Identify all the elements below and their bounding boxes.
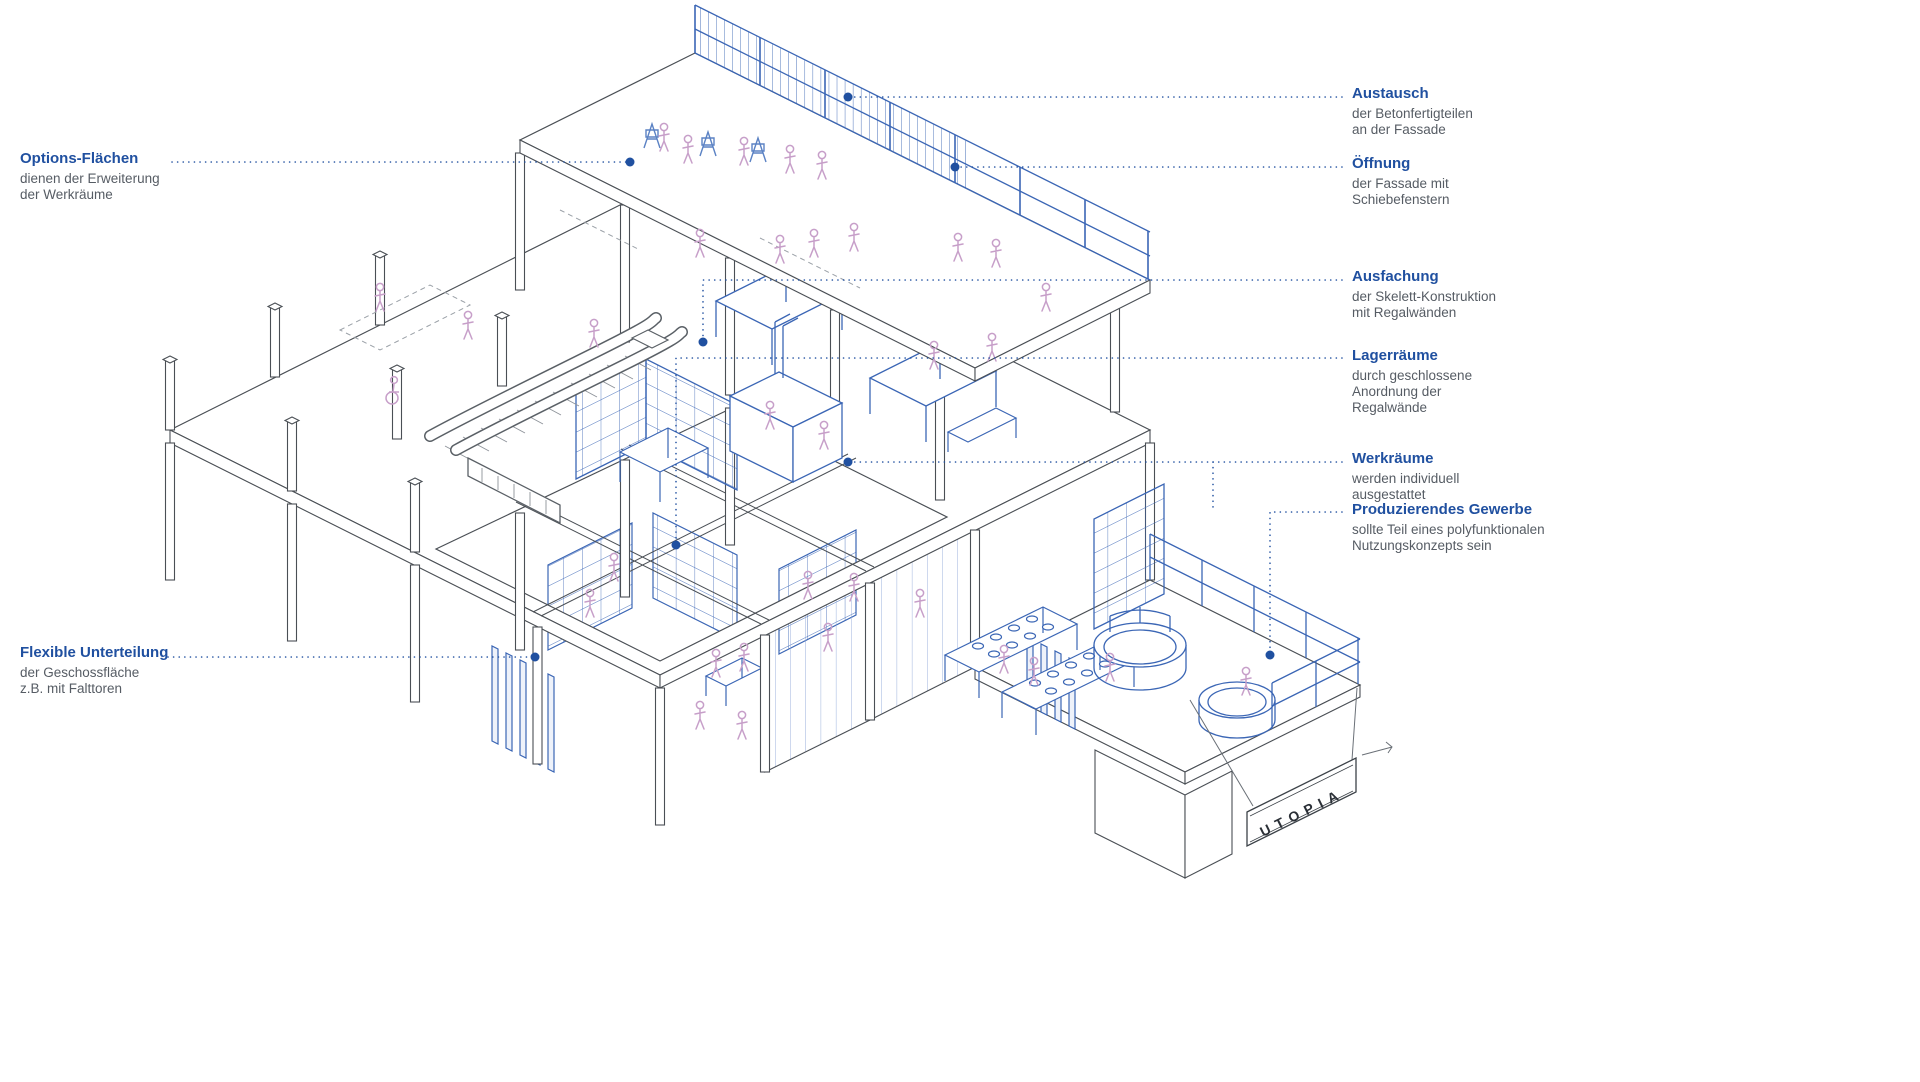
annotation-title: Lagerräume bbox=[1352, 347, 1438, 364]
annotation-title: Öffnung bbox=[1352, 155, 1411, 172]
annotation-title: Werkräume bbox=[1352, 450, 1434, 467]
annotation-line: der Geschossfläche bbox=[20, 665, 140, 680]
annotation-line: Nutzungskonzepts sein bbox=[1352, 538, 1492, 554]
annotation-title: Austausch bbox=[1352, 85, 1429, 102]
workshop-machine bbox=[728, 313, 844, 484]
annotation-line: mit Regalwänden bbox=[1352, 305, 1457, 321]
folding-doors bbox=[491, 645, 555, 773]
core-wall bbox=[1184, 770, 1233, 879]
annotation-options-flaechen: Options-Flächen dienen der Erweiterung d… bbox=[20, 150, 230, 203]
annotation-produzierendes-gewerbe: Produzierendes Gewerbe sollte Teil eines… bbox=[1352, 501, 1592, 554]
annotation-line: an der Fassade bbox=[1352, 122, 1446, 138]
annotation-line: ausgestattet bbox=[1352, 487, 1426, 503]
annotation-austausch: Austausch der Betonfertigteilen an der F… bbox=[1352, 85, 1592, 138]
annotation-leaders bbox=[167, 96, 1343, 658]
annotation-flexible-unterteilung: Flexible Unterteilung der Geschossfläche… bbox=[20, 644, 230, 697]
annotation-ausfachung: Ausfachung der Skelett-Konstruktion mit … bbox=[1352, 268, 1592, 321]
leader-lagerraeume bbox=[675, 357, 1343, 546]
annotation-line: der Werkräume bbox=[20, 187, 113, 203]
annotation-title: Flexible Unterteilung bbox=[20, 644, 169, 661]
annotation-title: Options-Flächen bbox=[20, 150, 139, 167]
annotation-oeffnung: Öffnung der Fassade mit Schiebefenstern bbox=[1352, 155, 1592, 208]
banner-cables bbox=[1189, 687, 1393, 807]
annotation-line: Schiebefenstern bbox=[1352, 192, 1450, 208]
annotation-line: der Fassade mit bbox=[1352, 176, 1449, 191]
facade-railing bbox=[694, 4, 1151, 281]
storage-shelf-wall bbox=[1093, 482, 1165, 631]
production-terrace: UTOPIA bbox=[943, 482, 1393, 879]
annotation-line: der Betonfertigteilen bbox=[1352, 106, 1473, 121]
keg-table bbox=[1000, 643, 1136, 735]
annotation-title: Ausfachung bbox=[1352, 268, 1439, 285]
annotation-line: Regalwände bbox=[1352, 400, 1428, 416]
brewing-vat bbox=[1198, 681, 1276, 739]
brewing-vat bbox=[1093, 607, 1187, 691]
annotation-line: Anordnung der bbox=[1352, 384, 1442, 400]
annotation-line: durch geschlossene bbox=[1352, 368, 1473, 383]
slab-edge bbox=[1184, 684, 1361, 785]
leader-ausfachung bbox=[702, 279, 1343, 343]
dashed-extension-outline bbox=[338, 284, 472, 351]
annotation-werkraeume: Werkräume werden individuell ausgestatte… bbox=[1352, 450, 1592, 503]
annotation-line: z.B. mit Falttoren bbox=[20, 681, 123, 697]
annotation-line: der Skelett-Konstruktion bbox=[1352, 289, 1497, 304]
slab-edge bbox=[974, 279, 1151, 382]
workbench bbox=[618, 427, 710, 502]
leader-produzierendes bbox=[1269, 511, 1343, 656]
terrace-railing bbox=[1149, 533, 1361, 729]
annotation-title: Produzierendes Gewerbe bbox=[1352, 501, 1533, 518]
escalator bbox=[424, 312, 688, 525]
bench bbox=[946, 407, 1018, 452]
leader-dots bbox=[530, 92, 1275, 662]
keg-table bbox=[943, 606, 1079, 698]
room-table bbox=[704, 657, 764, 706]
annotation-line: dienen der Erweiterung bbox=[20, 171, 160, 186]
annotation-lagerraeume: Lagerräume durch geschlossene Anordnung … bbox=[1352, 347, 1592, 417]
annotation-line: werden individuell bbox=[1352, 471, 1460, 486]
annotation-line: sollte Teil eines polyfunktionalen bbox=[1352, 522, 1545, 537]
